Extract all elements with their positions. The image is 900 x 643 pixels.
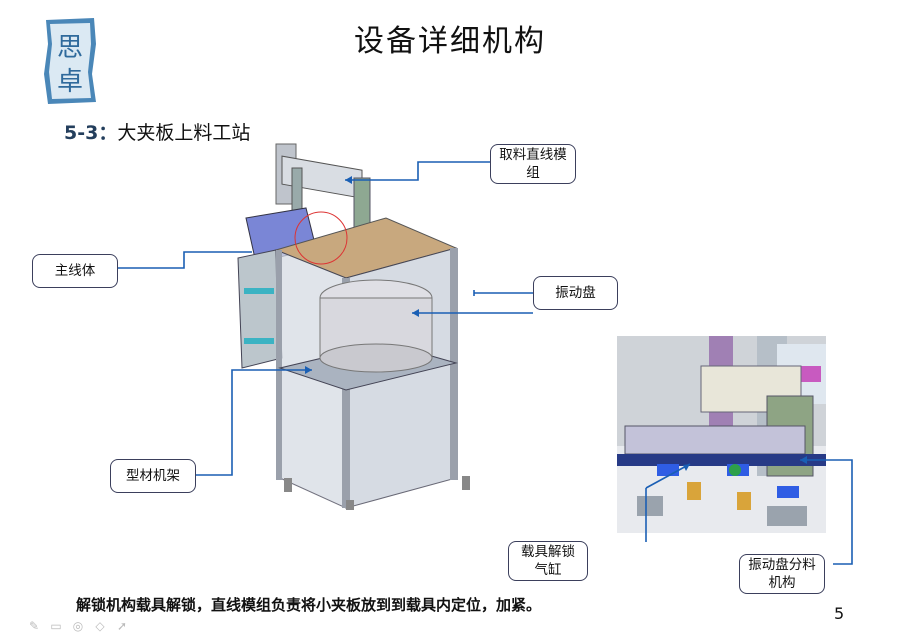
callout-profile-frame: 型材机架 — [110, 459, 196, 493]
company-logo: 思 卓 — [44, 18, 96, 104]
slide-icon[interactable]: ▭ — [50, 619, 62, 633]
cylinder-detail-image — [617, 336, 826, 533]
annotation-icon[interactable]: ◎ — [72, 619, 84, 633]
page-number: 5 — [834, 604, 845, 623]
logo-glyph-2: 卓 — [57, 67, 83, 97]
eraser-icon[interactable]: ◇ — [95, 619, 105, 633]
section-number: 5-3： — [64, 122, 118, 144]
callout-vibration-bowl: 振动盘 — [533, 276, 618, 310]
section-title: 大夹板上料工站 — [117, 122, 251, 144]
callout-pick-linear-module: 取料直线模组 — [490, 144, 576, 184]
callout-carrier-unlock-cylinder: 载具解锁气缸 — [508, 541, 588, 581]
section-heading: 5-3：大夹板上料工站 — [64, 118, 250, 145]
logo-glyph-1: 思 — [57, 33, 83, 63]
pen-icon[interactable]: ✎ — [28, 619, 40, 633]
machine-illustration — [237, 143, 470, 510]
callout-bowl-distribution: 振动盘分料机构 — [739, 554, 825, 594]
slide-caption: 解锁机构载具解锁，直线模组负责将小夹板放到到载具内定位，加紧。 — [76, 596, 542, 614]
page-title: 设备详细机构 — [354, 24, 546, 59]
presentation-toolbar: ✎ ▭ ◎ ◇ ➚ — [26, 618, 130, 634]
callout-main-line: 主线体 — [32, 254, 118, 288]
pointer-icon[interactable]: ➚ — [116, 619, 128, 633]
